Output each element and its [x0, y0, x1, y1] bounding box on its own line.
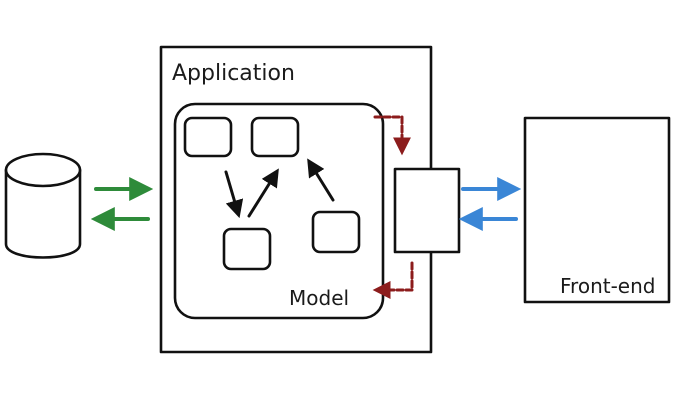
database-cylinder-icon: [4, 152, 82, 259]
control-arrow-to-model: [372, 261, 414, 299]
control-arrow-to-controller: [373, 115, 411, 156]
frontend-box: [523, 116, 671, 304]
model-label: Model: [289, 286, 349, 310]
model-node: [183, 116, 233, 158]
model-node: [250, 116, 300, 158]
model-arrow: [307, 158, 335, 202]
controller-box: [393, 167, 461, 254]
model-node: [222, 227, 272, 271]
frontend-label: Front-end: [560, 274, 655, 298]
model-arrow: [247, 168, 279, 218]
model-node: [311, 210, 361, 254]
application-label: Application: [172, 61, 295, 86]
model-arrow: [224, 170, 244, 219]
